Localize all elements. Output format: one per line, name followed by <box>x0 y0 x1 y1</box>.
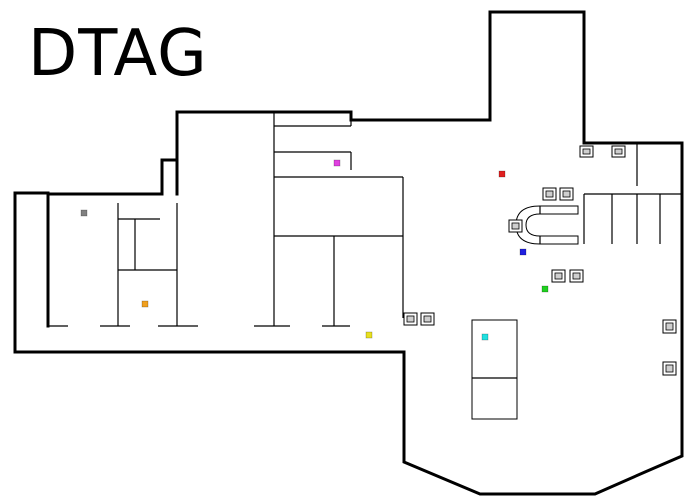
marker-red[interactable] <box>498 170 506 178</box>
marker-gray[interactable] <box>80 209 88 217</box>
furniture <box>403 145 677 420</box>
marker-orange[interactable] <box>141 300 149 308</box>
marker-magenta[interactable] <box>333 159 341 167</box>
outer-walls <box>13 10 684 496</box>
chairs <box>403 145 677 376</box>
marker-green[interactable] <box>541 285 549 293</box>
marker-cyan[interactable] <box>481 333 489 341</box>
marker-blue[interactable] <box>519 248 527 256</box>
marker-yellow[interactable] <box>365 331 373 339</box>
interior-walls <box>48 112 682 327</box>
markers <box>80 159 549 341</box>
map-title: DTAG <box>28 17 208 91</box>
